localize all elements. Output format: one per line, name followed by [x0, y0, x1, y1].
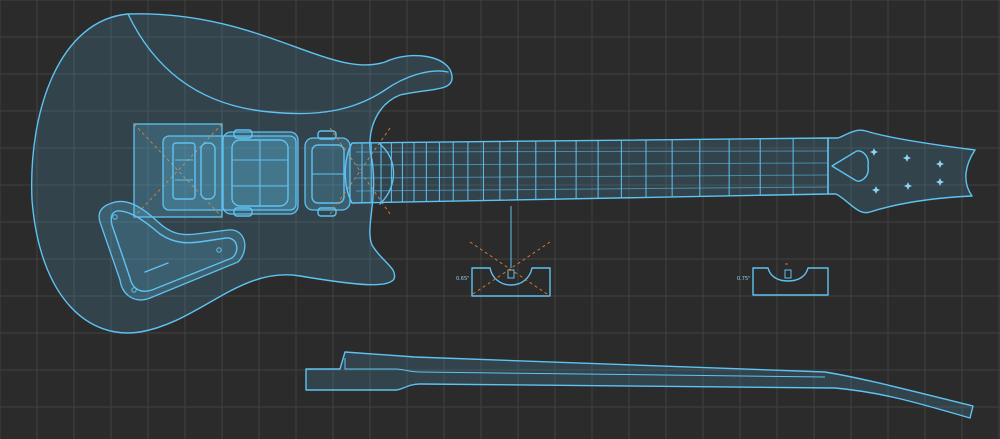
tuner-hole-icon: [903, 154, 911, 162]
tuner-positions: [870, 148, 944, 194]
section-2-dimension-label: 0.75": [737, 276, 750, 282]
truss-rod-cover: [831, 150, 869, 182]
bridge-route[interactable]: [162, 135, 297, 211]
neck-cross-section-1[interactable]: [469, 241, 551, 297]
neck-side-profile[interactable]: [305, 351, 974, 419]
tuner-hole-icon: [872, 186, 880, 194]
control-screw-2: [216, 247, 222, 253]
neck-heel-curve: [379, 143, 395, 205]
fret-lines: [355, 138, 829, 203]
bridge-saddle-block: [172, 142, 196, 200]
tuner-hole-icon: [936, 178, 944, 186]
control-cavity-inner: [110, 210, 238, 292]
neck-profile-inner-line: [344, 358, 826, 378]
body-top-carve-line: [127, 13, 449, 115]
bridge-pickup-ear-bottom: [233, 207, 253, 217]
tuner-hole-icon: [904, 182, 912, 190]
control-cavity-cover[interactable]: [98, 200, 246, 301]
control-screw-1: [112, 214, 118, 220]
neck-pickup-ear-top: [317, 130, 337, 140]
string-line: [355, 174, 829, 179]
fretboard[interactable]: [344, 137, 829, 204]
string-line: [355, 186, 829, 192]
tremolo-cavity-plate[interactable]: [133, 123, 223, 218]
bridge-pickup-ear-top: [233, 129, 253, 139]
control-screw-3: [131, 287, 137, 293]
guitar-body-outline[interactable]: [30, 13, 453, 334]
string-line: [355, 162, 829, 166]
bridge-baseplate: [200, 142, 216, 200]
section-1-dimension-label: 0.65": [456, 276, 469, 282]
tuner-hole-icon: [936, 160, 944, 168]
headstock[interactable]: [827, 129, 976, 214]
string-line: [355, 150, 829, 153]
selector-switch-slot: [144, 262, 169, 273]
tuner-hole-icon: [870, 148, 878, 156]
neck-pickup-ear-bottom: [317, 207, 337, 217]
neck-cross-section-2[interactable]: [752, 263, 829, 296]
